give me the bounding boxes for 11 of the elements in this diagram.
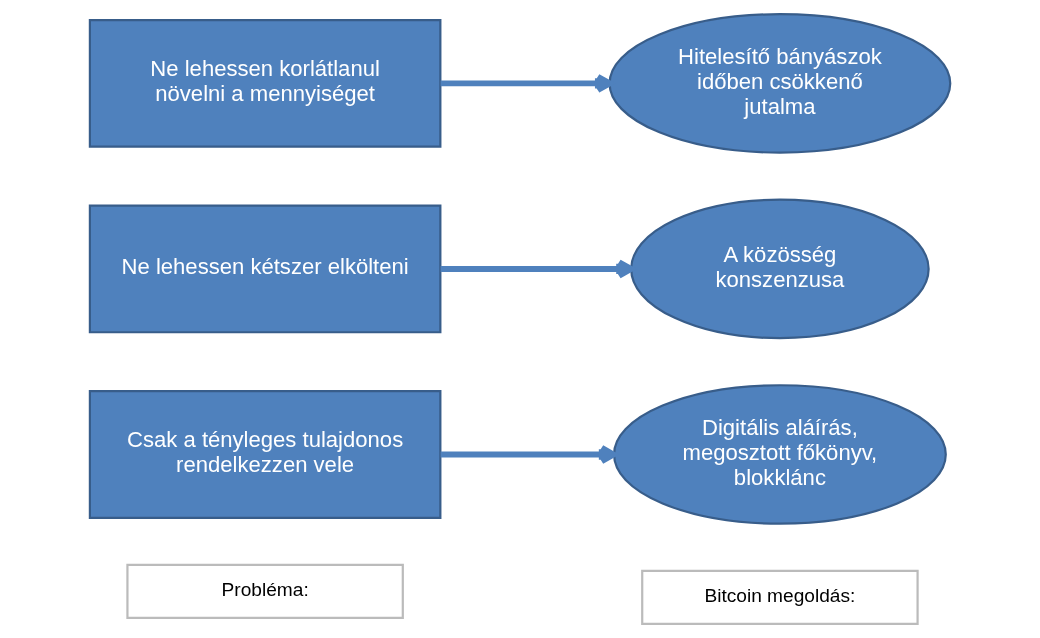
arrow <box>440 259 634 279</box>
node-ellipse: Hitelesítő bányászok időben csökkenő jutalma <box>608 13 952 154</box>
node-ellipse: A közösség konszenzusa <box>630 198 930 340</box>
node-box: Ne lehessen kétszer elkölteni <box>88 204 442 334</box>
node-box: Csak a tényleges tulajdonos rendelkezzen vele <box>88 390 442 519</box>
node-ellipse: Digitális aláírás, megosztott főkönyv, blokklánc <box>612 384 947 525</box>
arrow <box>440 73 613 93</box>
node-box: Probléma: <box>126 563 404 620</box>
arrow <box>440 444 617 465</box>
node-box: Ne lehessen korlátlanul növelni a mennyiséget <box>88 18 442 148</box>
node-box: Bitcoin megoldás: <box>641 569 919 625</box>
